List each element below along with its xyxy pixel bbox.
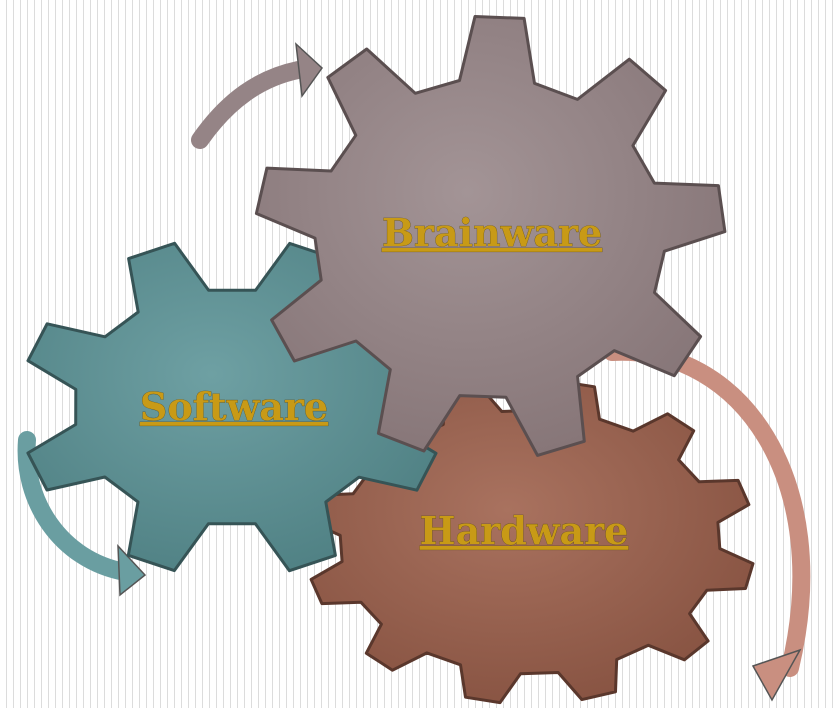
gear-brainware-shape [254, 15, 727, 457]
brainware-label[interactable]: Brainware [382, 210, 603, 256]
cycle-arrow-left [17, 431, 147, 597]
gear-brainware [254, 15, 727, 457]
hardware-label[interactable]: Hardware [419, 508, 629, 554]
arrow-right-head [751, 648, 802, 702]
arrow-left-head [117, 544, 147, 597]
arrow-top-head [295, 42, 323, 99]
arrow-left-body [17, 431, 134, 581]
software-label[interactable]: Software [140, 384, 329, 430]
arrow-top-body [191, 61, 307, 149]
cycle-arrow-top [191, 42, 323, 149]
